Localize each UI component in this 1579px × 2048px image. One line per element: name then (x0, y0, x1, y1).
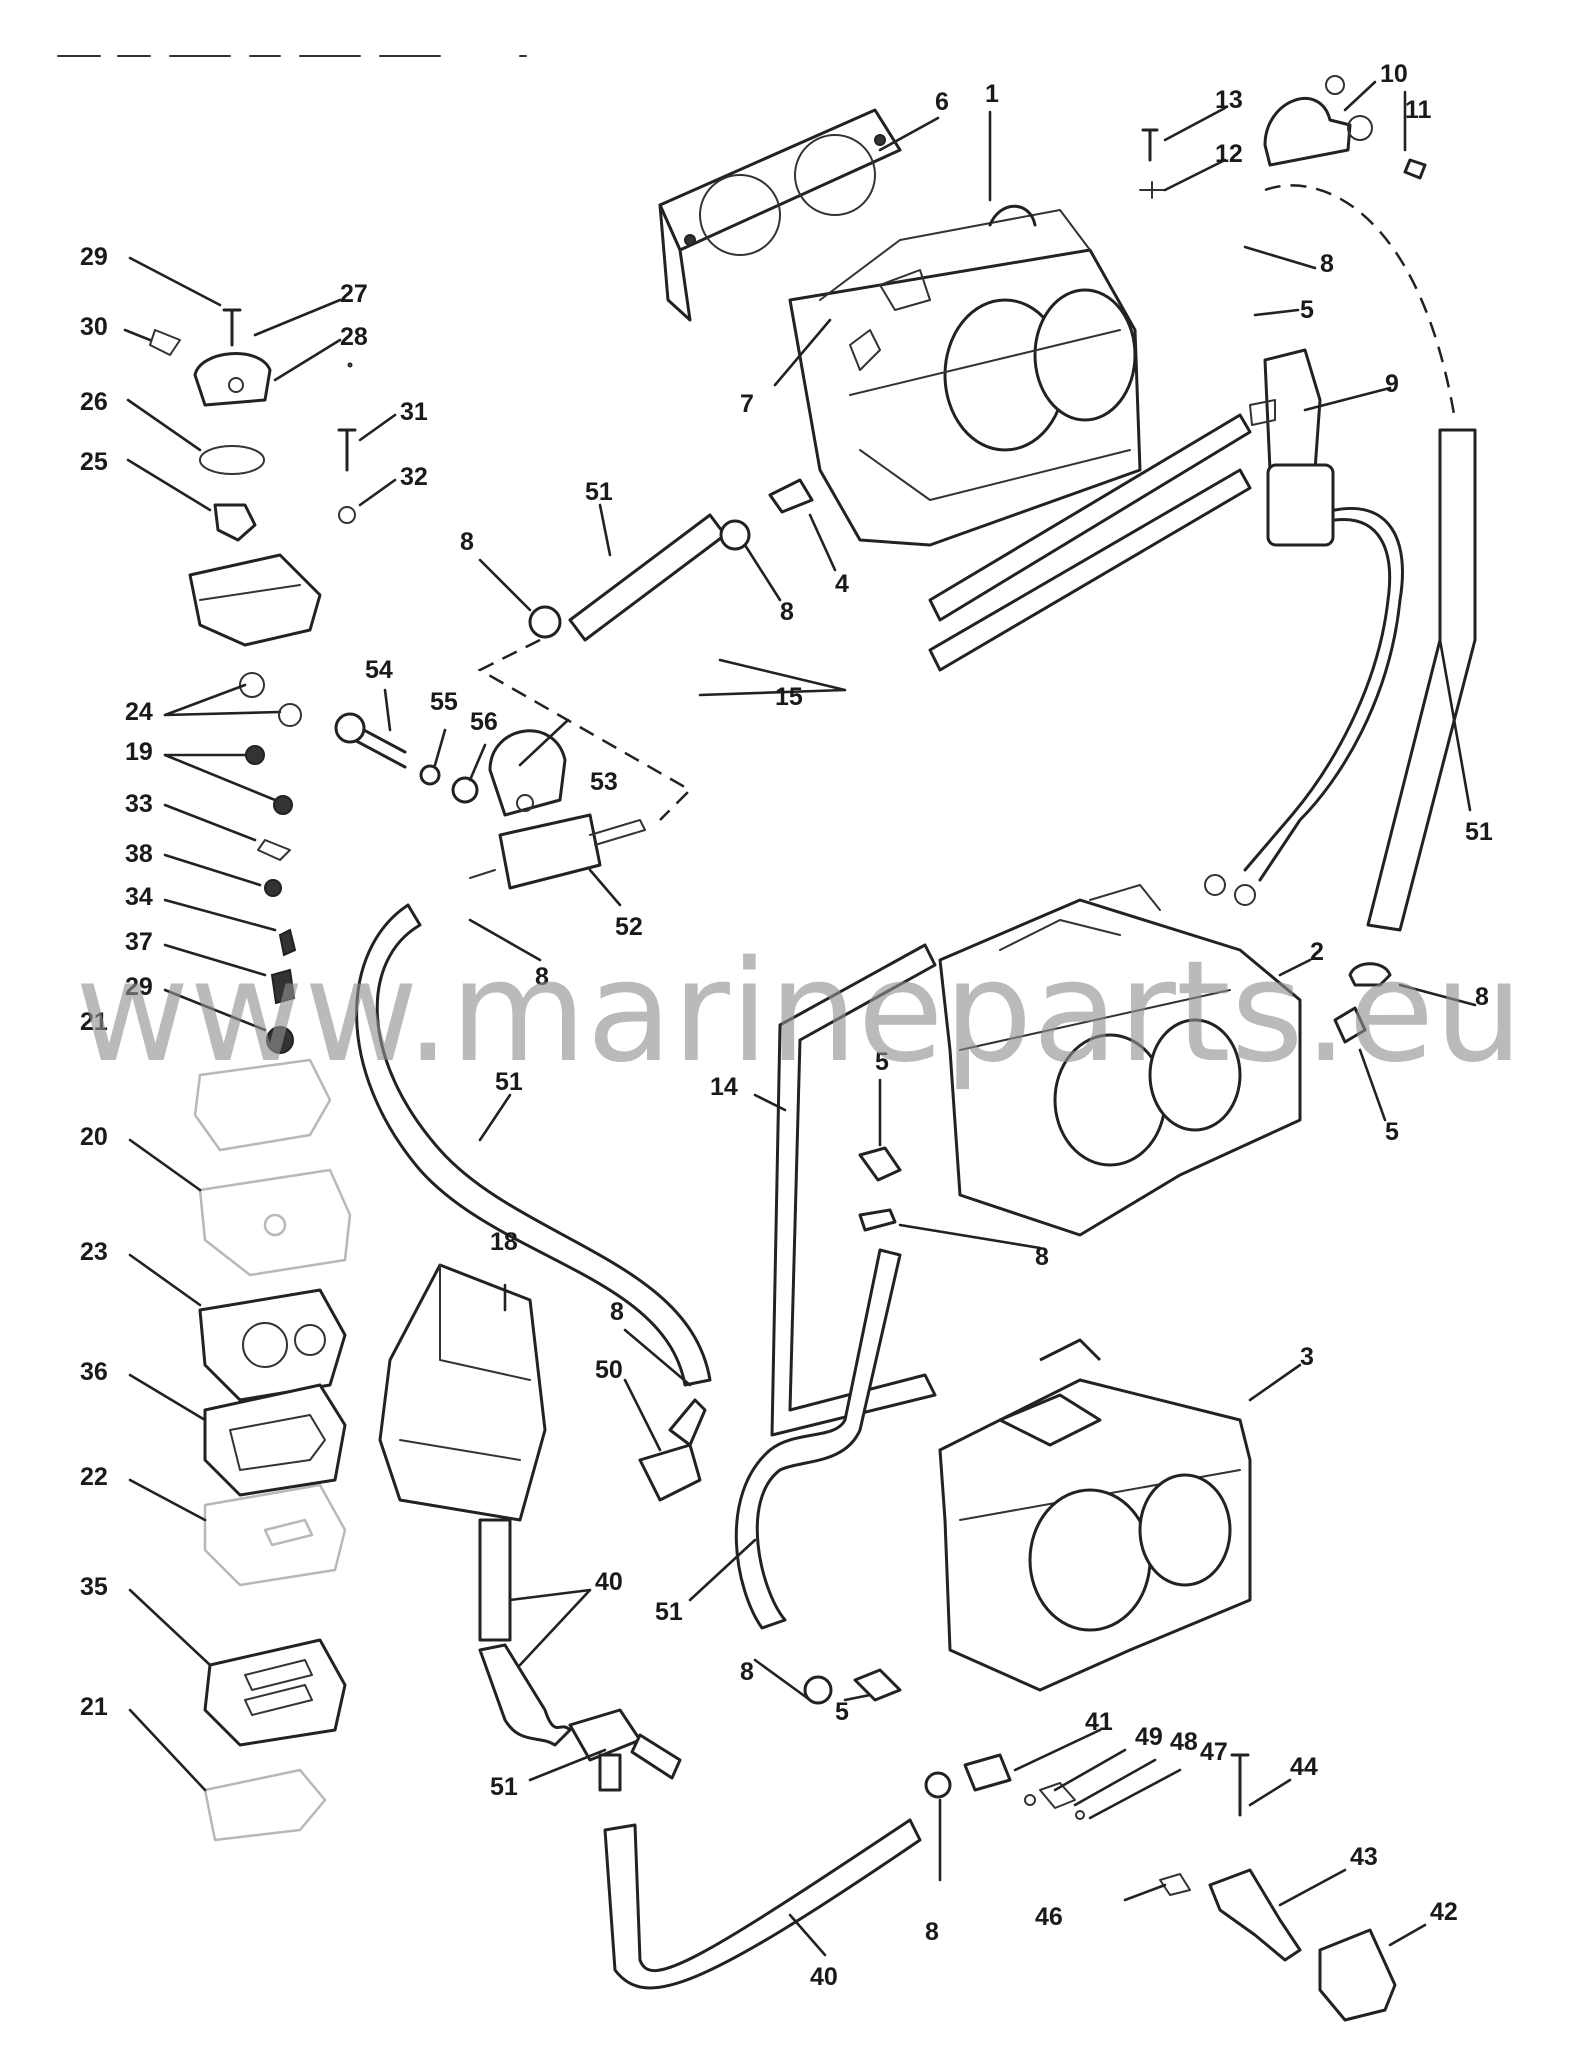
callout-31: 31 (400, 398, 428, 426)
callout-7: 7 (740, 390, 754, 418)
pump-parts-column (149, 308, 357, 1054)
callout-19: 19 (125, 738, 153, 766)
callout-56: 56 (470, 708, 498, 736)
callout-23: 23 (80, 1238, 108, 1266)
carburetor-bottom (803, 1338, 1252, 1705)
callout-1: 1 (985, 80, 999, 108)
callout-22: 22 (80, 1463, 108, 1491)
callout-8: 8 (460, 528, 474, 556)
carburetor-middle (858, 884, 1302, 1237)
callout-18: 18 (490, 1228, 518, 1256)
callout-24: 24 (125, 698, 153, 726)
hose-14 (770, 943, 937, 1437)
carburetor-top (658, 108, 1142, 547)
inline-filter-52 (469, 813, 646, 890)
callout-49: 49 (1135, 1723, 1163, 1751)
callout-28: 28 (340, 323, 368, 351)
callout-20: 20 (80, 1123, 108, 1151)
callout-9: 9 (1385, 370, 1399, 398)
faded-gaskets (193, 1058, 352, 1842)
callout-46: 46 (1035, 1903, 1063, 1931)
callout-51: 51 (655, 1598, 683, 1626)
callout-41: 41 (1085, 1708, 1113, 1736)
dashed-leader-centre (477, 638, 693, 821)
callout-26: 26 (80, 388, 108, 416)
callout-13: 13 (1215, 86, 1243, 114)
callout-8: 8 (1320, 250, 1334, 278)
callout-8: 8 (740, 1658, 754, 1686)
callout-51: 51 (490, 1773, 518, 1801)
callout-55: 55 (430, 688, 458, 716)
callout-40: 40 (595, 1568, 623, 1596)
callout-34: 34 (125, 883, 153, 911)
callout-40: 40 (810, 1963, 838, 1991)
callout-29: 29 (125, 973, 153, 1001)
fuel-pump-18 (378, 1263, 547, 1642)
callout-8: 8 (1475, 983, 1489, 1011)
callout-32: 32 (400, 463, 428, 491)
callout-12: 12 (1215, 140, 1243, 168)
fuel-filter-9 (1204, 348, 1404, 906)
callout-51: 51 (585, 478, 613, 506)
callout-51: 51 (1465, 818, 1493, 846)
callout-27: 27 (340, 280, 368, 308)
callout-21: 21 (80, 1693, 108, 1721)
callout-47: 47 (1200, 1738, 1228, 1766)
callout-4: 4 (835, 570, 849, 598)
hose-51-left (355, 903, 712, 1387)
callout-43: 43 (1350, 1843, 1378, 1871)
watermark: www.marineparts.eu (75, 931, 1523, 1094)
callout-30: 30 (80, 313, 108, 341)
callout-35: 35 (80, 1573, 108, 1601)
callout-8: 8 (1035, 1243, 1049, 1271)
callout-8: 8 (535, 963, 549, 991)
callout-5: 5 (875, 1048, 889, 1076)
callout-6: 6 (935, 88, 949, 116)
hoses-15 (928, 413, 1252, 672)
callout-21: 21 (80, 1008, 108, 1036)
dashed-leader-right (1264, 184, 1457, 421)
callout-5: 5 (1385, 1118, 1399, 1146)
callout-15: 15 (775, 683, 803, 711)
callout-2: 2 (1310, 938, 1324, 966)
callout-25: 25 (80, 448, 108, 476)
callout-37: 37 (125, 928, 153, 956)
callout-3: 3 (1300, 1343, 1314, 1371)
clamp-and-screws (1139, 75, 1427, 199)
callout-29: 29 (80, 243, 108, 271)
bolt-bracket-group (334, 712, 567, 817)
fitting-5-right (1333, 962, 1392, 1044)
callout-5: 5 (835, 1698, 849, 1726)
callout-36: 36 (80, 1358, 108, 1386)
callout-52: 52 (615, 913, 643, 941)
callout-8: 8 (925, 1918, 939, 1946)
callout-42: 42 (1430, 1898, 1458, 1926)
callout-11: 11 (1405, 96, 1432, 124)
callout-44: 44 (1290, 1753, 1318, 1781)
callout-8: 8 (780, 598, 794, 626)
callout-50: 50 (595, 1356, 623, 1384)
hose-40-lower (478, 1643, 922, 1990)
fitting-50 (638, 1398, 707, 1502)
hose-51-lower (734, 1248, 902, 1630)
callout-54: 54 (365, 656, 393, 684)
leader-lines (123, 80, 1477, 1957)
callout-48: 48 (1170, 1728, 1198, 1756)
hose-51-centre (528, 478, 814, 642)
callout-51: 51 (495, 1068, 523, 1096)
pump-covers (198, 1288, 347, 1747)
callout-14: 14 (710, 1073, 738, 1101)
callout-38: 38 (125, 840, 153, 868)
callout-labels: 1 6 7 13 12 10 11 8 5 9 4 8 15 51 8 51 8… (80, 60, 1493, 1991)
fittings-lower-right (924, 1753, 1397, 2022)
callout-10: 10 (1380, 60, 1408, 88)
callout-33: 33 (125, 790, 153, 818)
callout-8: 8 (610, 1298, 624, 1326)
callout-53: 53 (590, 768, 618, 796)
callout-5: 5 (1300, 296, 1314, 324)
